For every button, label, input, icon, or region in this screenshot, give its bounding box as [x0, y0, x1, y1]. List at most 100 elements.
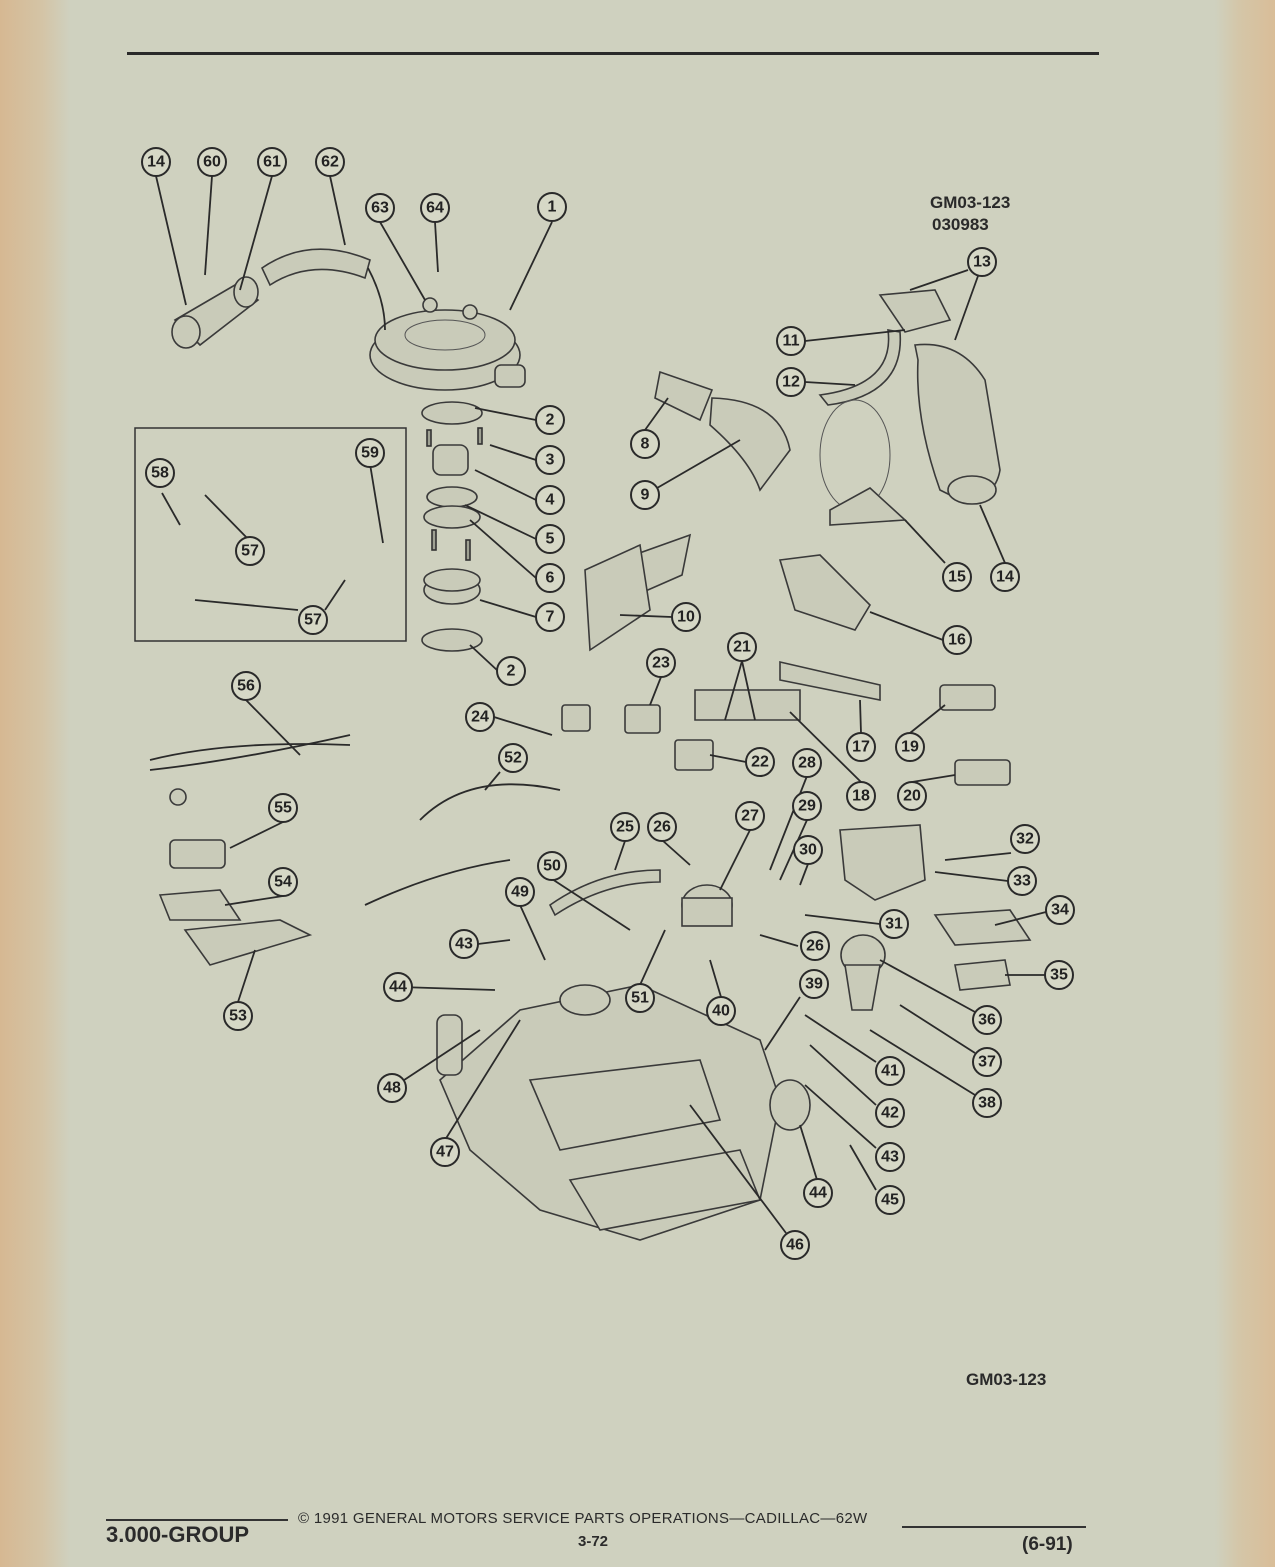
page-edge-right [1215, 0, 1275, 1567]
throttle-body-stack [421, 401, 483, 652]
footer-copyright: © 1991 GENERAL MOTORS SERVICE PARTS OPER… [298, 1510, 868, 1527]
callout-4: 4 [535, 485, 565, 515]
figure-id: GM03-123 [930, 193, 1011, 212]
svg-text:43: 43 [455, 936, 473, 953]
svg-text:4: 4 [546, 492, 555, 509]
callout-55: 55 [268, 793, 298, 823]
svg-text:35: 35 [1050, 967, 1068, 984]
callout-3: 3 [535, 445, 565, 475]
svg-text:40: 40 [712, 1003, 730, 1020]
svg-text:5: 5 [546, 531, 555, 548]
callout-6: 6 [535, 563, 565, 593]
callout-12: 12 [776, 367, 806, 397]
svg-text:60: 60 [203, 154, 221, 171]
callout-8: 8 [630, 429, 660, 459]
svg-text:20: 20 [903, 788, 921, 805]
svg-text:62: 62 [321, 154, 339, 171]
callout-46: 46 [780, 1230, 810, 1260]
svg-text:10: 10 [677, 609, 695, 626]
svg-text:48: 48 [383, 1080, 401, 1097]
callout-23: 23 [646, 648, 676, 678]
engine-block [436, 984, 811, 1241]
callout-57: 57 [298, 605, 328, 635]
svg-text:53: 53 [229, 1008, 247, 1025]
svg-text:19: 19 [901, 739, 919, 756]
callout-58: 58 [145, 458, 175, 488]
inset-box [134, 427, 407, 642]
svg-text:12: 12 [782, 374, 800, 391]
svg-text:64: 64 [426, 200, 444, 217]
svg-text:13: 13 [973, 254, 991, 271]
svg-text:37: 37 [978, 1054, 996, 1071]
callout-25: 25 [610, 812, 640, 842]
callout-9: 9 [630, 480, 660, 510]
callout-21: 21 [727, 632, 757, 662]
svg-text:41: 41 [881, 1063, 899, 1080]
callout-13: 13 [967, 247, 997, 277]
svg-text:28: 28 [798, 755, 816, 772]
callout-43: 43 [449, 929, 479, 959]
callout-14: 14 [990, 562, 1020, 592]
harness-left [149, 734, 351, 966]
callout-30: 30 [793, 835, 823, 865]
svg-text:54: 54 [274, 874, 292, 891]
svg-text:33: 33 [1013, 873, 1031, 890]
svg-text:29: 29 [798, 798, 816, 815]
callout-27: 27 [735, 801, 765, 831]
top-rule [127, 52, 1099, 55]
callout-10: 10 [671, 602, 701, 632]
callout-60: 60 [197, 147, 227, 177]
callouts: 1 2 2 3 4 5 6 7 8 9 10 11 12 13 14 14 44… [141, 147, 1075, 1260]
callout-35: 35 [1044, 960, 1074, 990]
callout-14: 14 [141, 147, 171, 177]
svg-text:55: 55 [274, 800, 292, 817]
callout-1: 1 [537, 192, 567, 222]
svg-text:36: 36 [978, 1012, 996, 1029]
svg-text:3: 3 [546, 452, 555, 469]
svg-text:51: 51 [631, 990, 649, 1007]
svg-text:14: 14 [147, 154, 165, 171]
callout-61: 61 [257, 147, 287, 177]
footer-group: 3.000-GROUP [106, 1522, 250, 1547]
page-edge-left [0, 0, 70, 1567]
svg-text:32: 32 [1016, 831, 1034, 848]
evap-canister [681, 824, 1032, 1011]
svg-text:7: 7 [546, 609, 555, 626]
leader-lines [155, 175, 1047, 1234]
callout-36: 36 [972, 1005, 1002, 1035]
svg-text:58: 58 [151, 465, 169, 482]
svg-text:15: 15 [948, 569, 966, 586]
svg-text:57: 57 [304, 612, 322, 629]
svg-text:34: 34 [1051, 902, 1069, 919]
callout-2: 2 [496, 656, 526, 686]
svg-text:27: 27 [741, 808, 759, 825]
svg-text:11: 11 [783, 333, 800, 350]
callout-20: 20 [897, 781, 927, 811]
callout-52: 52 [498, 743, 528, 773]
exhaust-converter [818, 289, 1001, 505]
hoses-center [364, 783, 661, 917]
callout-11: 11 [776, 326, 806, 356]
callout-39: 39 [799, 969, 829, 999]
svg-text:6: 6 [546, 570, 555, 587]
svg-text:17: 17 [852, 739, 870, 756]
callout-33: 33 [1007, 866, 1037, 896]
callout-17: 17 [846, 732, 876, 762]
svg-text:56: 56 [237, 678, 255, 695]
callout-63: 63 [365, 193, 395, 223]
callout-43: 43 [875, 1142, 905, 1172]
callout-26: 26 [647, 812, 677, 842]
callout-40: 40 [706, 996, 736, 1026]
svg-text:26: 26 [806, 938, 824, 955]
svg-text:1: 1 [548, 199, 557, 216]
svg-text:44: 44 [809, 1185, 827, 1202]
svg-text:26: 26 [653, 819, 671, 836]
callout-28: 28 [792, 748, 822, 778]
svg-text:9: 9 [641, 487, 650, 504]
callout-56: 56 [231, 671, 261, 701]
callout-50: 50 [537, 851, 567, 881]
callout-38: 38 [972, 1088, 1002, 1118]
callout-16: 16 [942, 625, 972, 655]
svg-text:8: 8 [641, 436, 650, 453]
